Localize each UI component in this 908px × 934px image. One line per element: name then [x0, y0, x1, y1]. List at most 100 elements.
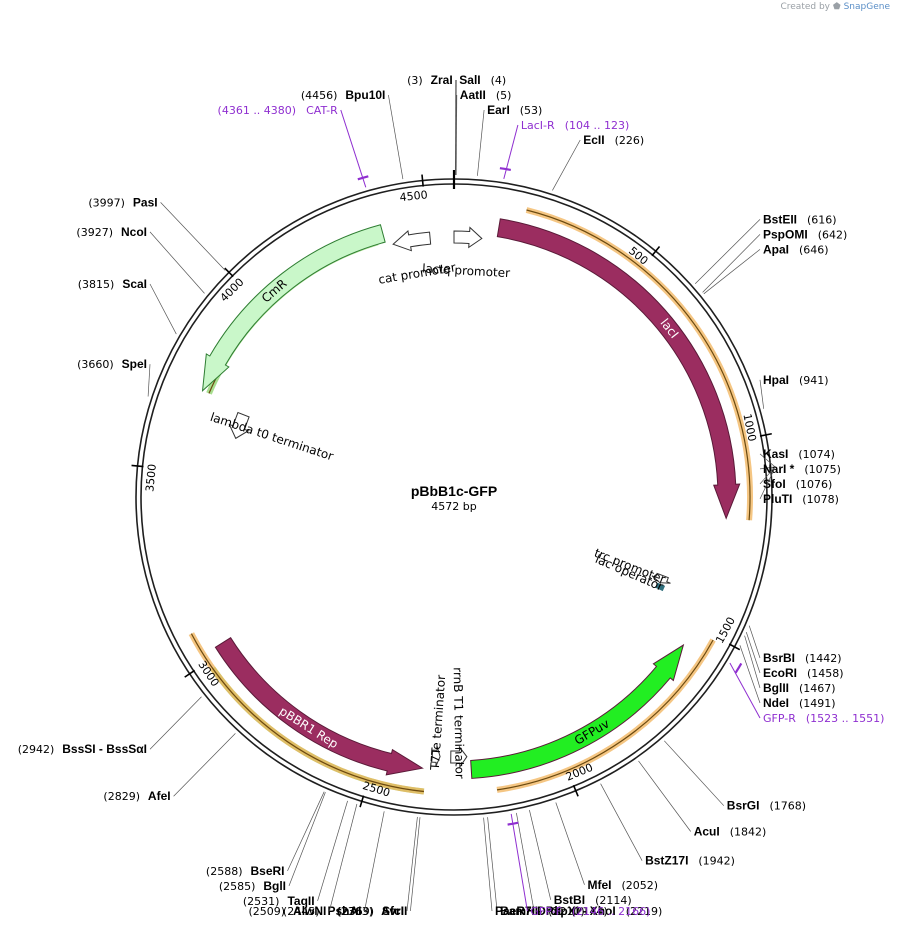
site-name-eari[interactable]: EarI [487, 103, 510, 117]
site-name-kasi[interactable]: KasI [763, 447, 788, 461]
site-pos-spei: (3660) [77, 358, 114, 371]
site-pos-afei: (2829) [103, 790, 140, 803]
feature-highlight-core [496, 639, 714, 791]
primer-binding-mark[interactable] [499, 167, 511, 171]
site-name-pshai[interactable]: PshAI [327, 904, 361, 918]
feature-gfpuv[interactable] [470, 643, 685, 779]
site-pos-eari: (53) [520, 104, 543, 117]
site-pos-bseri: (2588) [206, 865, 243, 878]
site-name-taqii[interactable]: TaqII [287, 894, 314, 908]
restriction-sites: ZraI(3)Bpu10I(4456)SalI(4)AatII(5)EarI(5… [18, 73, 848, 918]
site-name-scai[interactable]: ScaI [122, 277, 147, 291]
site-pos-mfei: (2052) [622, 879, 659, 892]
site-name-bglii[interactable]: BglII [763, 681, 789, 695]
feature-cat-promoter[interactable] [392, 229, 432, 252]
site-leader-line [149, 696, 202, 750]
primer-pos-cat-r: (4361 .. 4380) [218, 104, 297, 117]
site-name-aatii[interactable]: AatII [460, 88, 486, 102]
site-pos-bsrbi: (1442) [805, 652, 842, 665]
feature-label-rrnb-t1-terminator: rrnB T1 terminator [451, 667, 467, 779]
site-name-nari[interactable]: NarI * [763, 462, 795, 476]
site-pos-ndei: (1491) [799, 697, 836, 710]
plasmid-length: 4572 bp [431, 500, 476, 513]
primer-binding-mark[interactable] [507, 821, 519, 826]
site-leader-line [147, 364, 151, 397]
feature-rrnb-t1-terminator[interactable] [450, 745, 468, 769]
site-pos-nari: (1075) [804, 463, 841, 476]
site-name-bstbi[interactable]: BstBI [554, 893, 585, 907]
primer-binding-mark[interactable] [734, 662, 743, 674]
primer-name-gfp-f[interactable]: GFP-F [530, 905, 562, 918]
site-leader-line [317, 800, 348, 902]
ruler-tick-label: 2000 [564, 761, 595, 784]
site-name-bsteii[interactable]: BstEII [763, 212, 797, 226]
primer-name-laci-r[interactable]: LacI-R [521, 119, 555, 132]
site-name-sali[interactable]: SalI [459, 73, 480, 87]
ruler-tick [572, 784, 579, 797]
ruler-tick-label: 3500 [143, 463, 159, 492]
ruler-tick-label: 500 [626, 244, 650, 267]
site-name-hpai[interactable]: HpaI [763, 373, 789, 387]
site-pos-bglii: (1467) [799, 682, 836, 695]
site-leader-line [160, 202, 226, 271]
ruler-tick [728, 643, 741, 651]
feature-pbbr1-rep[interactable] [214, 637, 424, 776]
site-name-bpu10i[interactable]: Bpu10I [345, 88, 385, 102]
site-name-paer7i-pspxi-xhoi[interactable]: PaeR7I - PspXI - XhoI [495, 904, 616, 918]
site-name-drdi[interactable]: DrdI [537, 904, 561, 918]
site-name-pasi[interactable]: PasI [133, 195, 158, 209]
site-name-acui[interactable]: AcuI [694, 825, 720, 839]
site-name-bgli[interactable]: BglI [263, 879, 286, 893]
site-name-spei[interactable]: SpeI [122, 357, 147, 371]
backbone-ring [135, 170, 773, 816]
site-name-pluti[interactable]: PluTI [763, 492, 792, 506]
feature-label-laciq-promoter: lacIq promoter [422, 261, 511, 280]
site-leader-line [759, 467, 775, 485]
ruler-tick [421, 174, 424, 187]
primer-pos-gfp-r: (1523 .. 1551) [806, 712, 885, 725]
site-pos-pluti: (1078) [802, 493, 839, 506]
primer-binding-mark[interactable] [357, 175, 369, 181]
feature-t7te-terminator[interactable] [431, 746, 441, 767]
primer-pos-gfp-f: (2146 .. 2166) [572, 905, 651, 918]
site-pos-hpai: (941) [799, 374, 829, 387]
site-pos-bstz17i: (1942) [698, 855, 735, 868]
site-name-ndei[interactable]: NdeI [763, 696, 789, 710]
site-pos-bgli: (2585) [219, 880, 256, 893]
site-name-alwni[interactable]: AlwNI [293, 904, 326, 918]
ruler-tick [184, 669, 196, 678]
feature-cmr[interactable] [201, 224, 386, 392]
ruler-tick [224, 267, 234, 278]
site-name-bamhi[interactable]: BamHI [500, 904, 538, 918]
site-name-afei[interactable]: AfeI [148, 789, 171, 803]
site-name-ecori[interactable]: EcoRI [763, 666, 797, 680]
site-name-avrii[interactable]: AvrII [381, 904, 407, 918]
site-name-bseri[interactable]: BseRI [250, 864, 284, 878]
ruler-tick [359, 795, 365, 808]
site-name-bsrgi[interactable]: BsrGI [727, 799, 760, 813]
site-name-pspomi[interactable]: PspOMI [763, 227, 808, 241]
feature-laci[interactable] [496, 218, 741, 520]
feature-lambda-t0-terminator[interactable] [228, 411, 250, 440]
feature-laciq-promoter[interactable] [453, 226, 483, 249]
site-leader-line [759, 453, 775, 467]
site-leader-line [748, 625, 761, 659]
site-name-bstz17i[interactable]: BstZ17I [645, 854, 688, 868]
primer-name-cat-r[interactable]: CAT-R [306, 104, 338, 117]
site-leader-line [759, 468, 776, 500]
site-name-mfei[interactable]: MfeI [588, 878, 612, 892]
ruler-tick-label: 1500 [713, 615, 738, 646]
site-name-apai[interactable]: ApaI [763, 242, 789, 256]
feature-trc-promoter[interactable] [651, 572, 671, 584]
site-name-bsssi-bsss-i[interactable]: BssSI - BssSαI [62, 742, 147, 756]
site-name-sfoi[interactable]: SfoI [763, 477, 786, 491]
site-pos-acui: (1842) [730, 826, 767, 839]
site-name-bsrbi[interactable]: BsrBI [763, 651, 795, 665]
site-name-zrai[interactable]: ZraI [431, 73, 453, 87]
site-name-ncoi[interactable]: NcoI [121, 225, 147, 239]
site-name-sfci[interactable]: SfcI [382, 904, 404, 918]
site-name-ecii[interactable]: EcII [583, 133, 604, 147]
feature-lac-operator[interactable] [655, 582, 666, 592]
primer-name-gfp-r[interactable]: GFP-R [763, 712, 796, 725]
